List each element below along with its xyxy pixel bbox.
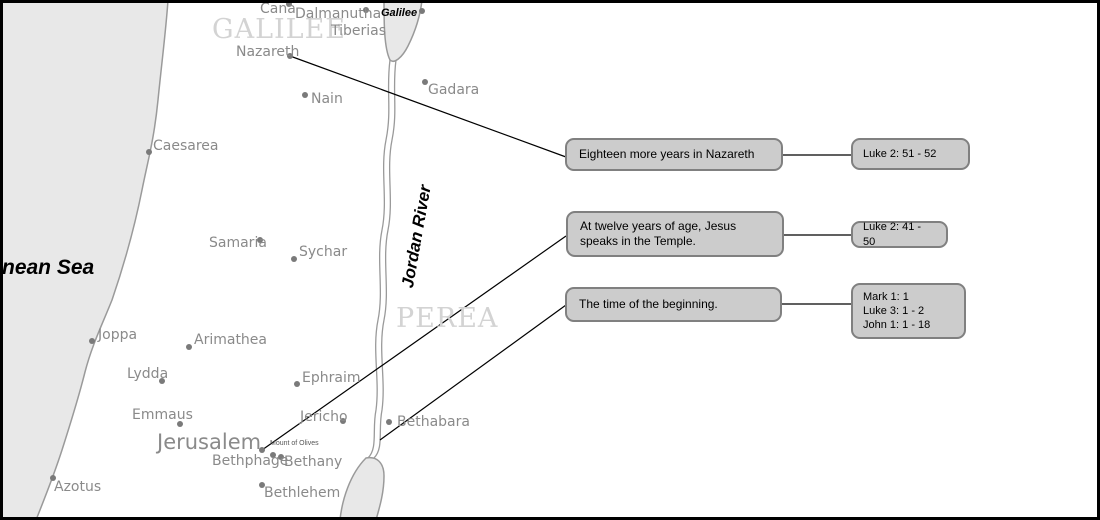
- mediterranean-sea-label: nean Sea: [2, 256, 95, 279]
- dot-jericho: [340, 418, 346, 424]
- dot-sychar: [291, 256, 297, 262]
- ref-line: Mark 1: 1: [863, 290, 909, 303]
- mediterranean-sea-shape: [0, 0, 169, 520]
- dot-emmaus: [177, 421, 183, 427]
- dot-gadara: [422, 79, 428, 85]
- dot-galilee-east: [419, 8, 425, 14]
- place-bethphage: Bethphage: [212, 453, 289, 469]
- dead-sea-shape: [339, 456, 385, 520]
- place-tiberias: Tiberias: [331, 23, 387, 39]
- dot-nazareth: [287, 53, 293, 59]
- dot-cana: [286, 1, 292, 7]
- dot-lydda: [159, 378, 165, 384]
- dot-ephraim: [294, 381, 300, 387]
- place-caesarea: Caesarea: [153, 138, 219, 154]
- dot-azotus: [50, 475, 56, 481]
- dot-bethphage: [270, 452, 276, 458]
- place-bethany: Bethany: [284, 454, 343, 470]
- place-gadara: Gadara: [428, 82, 480, 98]
- place-bethlehem: Bethlehem: [264, 485, 341, 501]
- place-jerusalem: Jerusalem: [157, 430, 262, 454]
- dot-joppa: [89, 338, 95, 344]
- place-samaria: Samaria: [209, 235, 267, 251]
- jordan-river-west: [367, 59, 391, 459]
- ref-box-nazareth: Luke 2: 51 - 52: [851, 138, 970, 170]
- sea-of-galilee-shape: [383, 0, 423, 62]
- ref-box-beginning: Mark 1: 1 Luke 3: 1 - 2 John 1: 1 - 18: [851, 283, 966, 339]
- region-perea: PEREA: [396, 303, 499, 334]
- dot-bethany: [278, 454, 284, 460]
- ref-line: John 1: 1 - 18: [863, 319, 931, 332]
- dot-dalmanutha: [363, 7, 369, 13]
- place-nazareth: Nazareth: [236, 44, 300, 60]
- dot-nain: [302, 92, 308, 98]
- dot-samaria: [257, 237, 263, 243]
- place-dalmanutha: Dalmanutha: [295, 6, 382, 22]
- place-ephraim: Ephraim: [302, 370, 361, 386]
- place-azotus: Azotus: [54, 479, 102, 495]
- place-mount-of-olives: Mount of Olives: [270, 440, 319, 447]
- dot-jerusalem: [259, 447, 265, 453]
- place-emmaus: Emmaus: [132, 407, 193, 423]
- place-lydda: Lydda: [127, 366, 169, 382]
- place-arimathea: Arimathea: [194, 332, 267, 348]
- ref-line: Luke 2: 51 - 52: [863, 147, 937, 160]
- ref-line: Luke 3: 1 - 2: [863, 304, 925, 317]
- galilee-lake-label: Galilee: [381, 7, 418, 19]
- place-bethabara: Bethabara: [397, 414, 470, 430]
- event-box-temple: At twelve years of age, Jesus speaks in …: [566, 211, 784, 257]
- connector-jerusalem-event: [261, 235, 567, 451]
- ref-line: Luke 2: 41 - 50: [863, 221, 922, 248]
- ref-box-temple: Luke 2: 41 - 50: [851, 221, 948, 248]
- jordan-river-east: [373, 59, 397, 459]
- dot-bethabara: [386, 419, 392, 425]
- place-cana: Cana: [260, 1, 296, 17]
- dot-caesarea: [146, 149, 152, 155]
- event-box-nazareth: Eighteen more years in Nazareth: [565, 138, 783, 171]
- event-box-beginning: The time of the beginning.: [565, 287, 782, 322]
- connector-bethabara-event: [379, 304, 567, 441]
- place-joppa: Joppa: [98, 327, 138, 343]
- place-jericho: Jericho: [300, 409, 348, 425]
- place-sychar: Sychar: [299, 244, 348, 260]
- place-nain: Nain: [311, 91, 343, 107]
- dot-bethlehem: [259, 482, 265, 488]
- connector-nazareth-event: [289, 55, 567, 158]
- region-galilee: GALILEE: [212, 14, 347, 45]
- dot-arimathea: [186, 344, 192, 350]
